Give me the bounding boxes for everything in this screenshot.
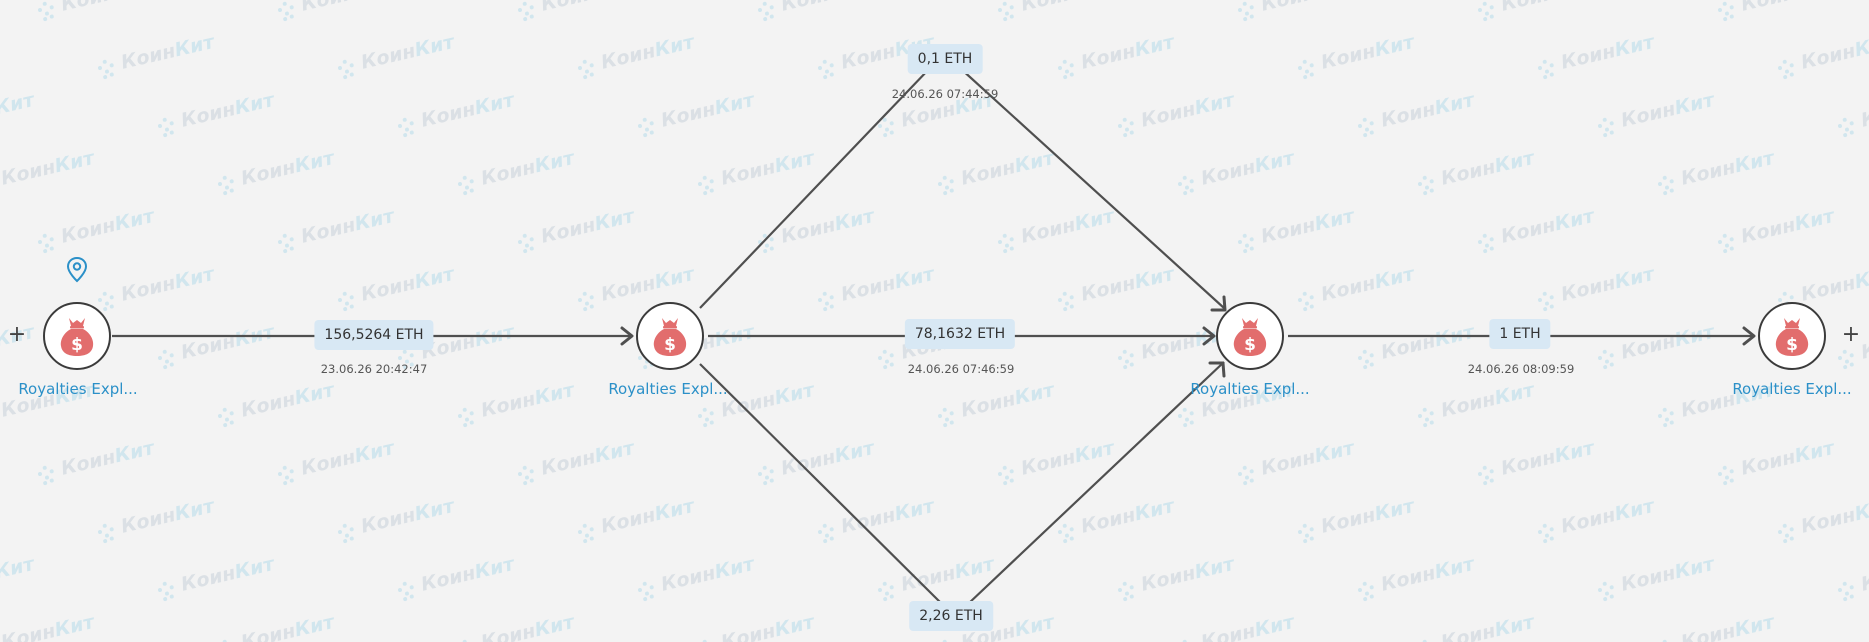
- arrow-head: [1210, 295, 1227, 312]
- edge-amount[interactable]: 1 ETH: [1489, 319, 1551, 349]
- location-pin-icon[interactable]: [65, 256, 89, 288]
- edge-timestamp: 24.06.26 07:44:59: [891, 87, 999, 101]
- node-label[interactable]: Royalties Expl...: [608, 380, 728, 398]
- edge-line[interactable]: [699, 67, 931, 309]
- money-bag-icon: $: [653, 318, 687, 356]
- wallet-node[interactable]: $: [1216, 302, 1284, 370]
- money-bag-icon: $: [1775, 318, 1809, 356]
- expand-left-button[interactable]: +: [7, 322, 27, 347]
- wallet-node[interactable]: $: [1758, 302, 1826, 370]
- arrow-head: [620, 326, 634, 346]
- edge-amount[interactable]: 156,5264 ETH: [314, 320, 434, 350]
- edge-amount[interactable]: 0,1 ETH: [907, 44, 983, 74]
- edge-timestamp: 24.06.26 07:46:59: [907, 362, 1015, 376]
- edge-line[interactable]: [959, 67, 1225, 309]
- edge-timestamp: 24.06.26 08:09:59: [1467, 362, 1575, 376]
- svg-text:$: $: [1786, 335, 1798, 355]
- svg-text:$: $: [71, 335, 83, 355]
- edge-amount[interactable]: 78,1632 ETH: [904, 319, 1016, 349]
- money-bag-icon: $: [1233, 318, 1267, 356]
- expand-right-button[interactable]: +: [1841, 322, 1861, 347]
- money-bag-icon: $: [60, 318, 94, 356]
- edge-line[interactable]: [967, 361, 1225, 605]
- node-label[interactable]: Royalties Expl...: [1732, 380, 1852, 398]
- edge-timestamp: 23.06.26 20:42:47: [320, 362, 428, 376]
- node-label[interactable]: Royalties Expl...: [18, 380, 138, 398]
- edge-line[interactable]: [699, 363, 945, 607]
- edge-amount[interactable]: 2,26 ETH: [909, 601, 993, 631]
- svg-text:$: $: [664, 335, 676, 355]
- node-label[interactable]: Royalties Expl...: [1190, 380, 1310, 398]
- arrow-head: [1742, 326, 1756, 346]
- wallet-node[interactable]: $: [43, 302, 111, 370]
- arrow-head: [1202, 326, 1216, 346]
- wallet-node[interactable]: $: [636, 302, 704, 370]
- svg-text:$: $: [1244, 335, 1256, 355]
